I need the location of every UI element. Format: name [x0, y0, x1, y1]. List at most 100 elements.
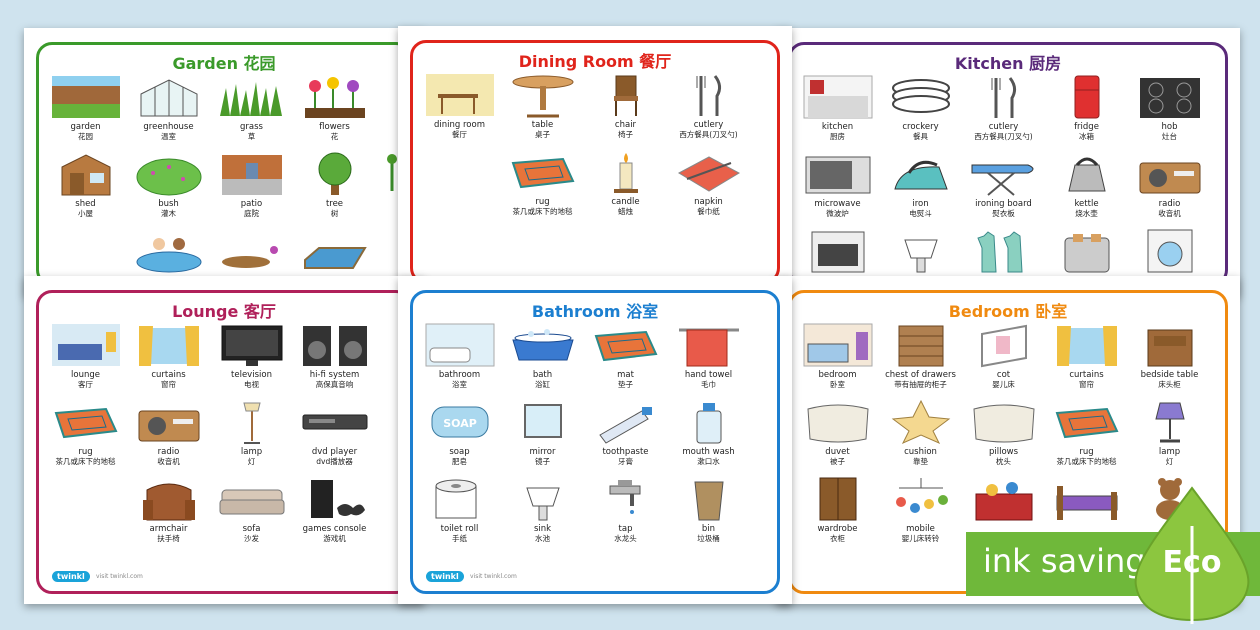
- toaster-icon: [1051, 228, 1123, 274]
- english-word: radio: [1158, 199, 1181, 209]
- english-word: kettle: [1074, 199, 1099, 209]
- chinese-word: 收音机: [1158, 209, 1181, 218]
- soap-icon: SOAP: [424, 399, 496, 445]
- chinese-word: 靠垫: [913, 457, 928, 466]
- english-word: wardrobe: [817, 524, 858, 534]
- bin-icon: [673, 476, 745, 522]
- chinese-word: 烧水壶: [1075, 209, 1098, 218]
- chinese-word: 餐厅: [452, 130, 467, 139]
- chinese-word: 镜子: [535, 457, 550, 466]
- twinkl-logo: twinkl: [426, 571, 464, 582]
- english-word: armchair: [149, 524, 188, 534]
- games-console-icon: [299, 476, 371, 522]
- ironing-board-icon: [968, 151, 1040, 197]
- sheet-title: Bathroom 浴室: [531, 302, 659, 321]
- iron-icon: [885, 151, 957, 197]
- grass-icon: [216, 74, 288, 120]
- eco-leaf-icon: Eco: [1134, 486, 1250, 624]
- vocab-item: [1045, 476, 1128, 553]
- chinese-word: 卧室: [830, 380, 845, 389]
- mud-icon: [216, 228, 288, 274]
- english-word: microwave: [814, 199, 861, 209]
- lounge-icon: [50, 322, 122, 368]
- english-word: chest of drawers: [885, 370, 956, 380]
- paddling-pool-icon: [133, 228, 205, 274]
- english-word: lounge: [71, 370, 100, 380]
- vocab-item: [750, 322, 792, 399]
- english-word: cot: [996, 370, 1011, 380]
- chinese-word: 灯: [1165, 457, 1174, 466]
- english-word: garden: [70, 122, 101, 132]
- vocab-item: [962, 228, 1045, 296]
- english-word: hi-fi system: [309, 370, 360, 380]
- english-word: soap: [449, 447, 470, 457]
- english-word: bathroom: [438, 370, 481, 380]
- chinese-word: 小屋: [78, 209, 93, 218]
- vocab-item: [750, 72, 792, 149]
- curtains-icon: [1051, 322, 1123, 368]
- cushion-icon: [885, 399, 957, 445]
- english-word: curtains: [1069, 370, 1104, 380]
- vocab-item: [44, 476, 127, 553]
- chinese-word: 温室: [161, 132, 176, 141]
- chinese-word: 浴缸: [535, 380, 550, 389]
- bathroom-icon: [424, 322, 496, 368]
- radio-icon: [133, 399, 205, 445]
- cutlery-icon: [968, 74, 1040, 120]
- vocab-item: [879, 228, 962, 296]
- english-word: iron: [912, 199, 929, 209]
- greenhouse-icon: [133, 74, 205, 120]
- english-word: rug: [1079, 447, 1094, 457]
- english-word: lamp: [1158, 447, 1181, 457]
- vocab-item: [962, 476, 1045, 553]
- english-word: grass: [240, 122, 263, 132]
- duvet-icon: [802, 399, 874, 445]
- vocab-item: [750, 399, 792, 476]
- english-word: cutlery: [693, 120, 724, 130]
- sofa-icon: [216, 476, 288, 522]
- english-word: fridge: [1074, 122, 1099, 132]
- mirror-icon: [507, 399, 579, 445]
- vegetable-icon: [382, 151, 425, 197]
- shed-icon: [50, 151, 122, 197]
- chinese-word: 茶几或床下的地毯: [55, 457, 116, 466]
- sheet-title: Lounge 客厅: [172, 302, 276, 321]
- chinese-word: 草: [247, 132, 256, 141]
- chinese-word: 衣柜: [830, 534, 845, 543]
- chinese-word: 电熨斗: [909, 209, 932, 218]
- english-word: lamp: [240, 447, 263, 457]
- english-word: mirror: [529, 447, 556, 457]
- english-word: candle: [611, 197, 640, 207]
- blank: [756, 399, 793, 445]
- cutlery-icon: [673, 72, 745, 118]
- english-word: toothpaste: [602, 447, 649, 457]
- chinese-word: 枕头: [996, 457, 1011, 466]
- chinese-word: 收音机: [157, 457, 180, 466]
- chinese-word: 桌子: [535, 130, 550, 139]
- blank: [756, 72, 793, 118]
- ink-saving-label: ink saving: [983, 542, 1146, 580]
